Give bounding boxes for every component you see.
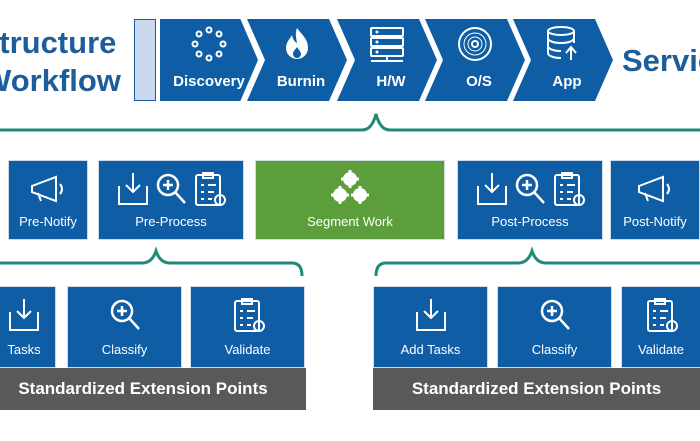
pipeline-step-burnin[interactable]: Burnin	[247, 19, 347, 101]
server-icon	[337, 25, 437, 63]
ext-right-add-tasks[interactable]: Add Tasks	[373, 286, 488, 368]
post-process-box[interactable]: Post-Process	[457, 160, 603, 240]
pipeline-label: Burnin	[276, 73, 326, 90]
download-tray-icon	[477, 173, 507, 205]
magnifier-plus-icon	[515, 173, 545, 204]
services-label: Servic	[622, 43, 700, 78]
pipeline-label: Discovery	[173, 73, 245, 90]
pipeline-step-discovery[interactable]: Discovery	[160, 19, 258, 101]
title-accent-bar	[134, 19, 156, 101]
box-label: Classify	[531, 342, 578, 357]
download-tray-icon	[374, 295, 487, 335]
database-upload-icon	[513, 25, 613, 63]
gears-icon	[256, 169, 444, 209]
checklist-icon	[554, 172, 585, 206]
box-label: Pre-Notify	[19, 214, 77, 229]
ext-right-classify[interactable]: Classify	[497, 286, 612, 368]
disc-icon	[425, 25, 525, 63]
box-label: Segment Work	[307, 214, 393, 229]
ext-left-validate[interactable]: Validate	[190, 286, 305, 368]
download-tray-icon	[0, 295, 55, 335]
pre-process-icons	[99, 169, 243, 209]
magnifier-plus-icon	[68, 295, 181, 335]
pipeline-step-hw[interactable]: H/W	[337, 19, 437, 101]
title-line-1: structure	[0, 25, 117, 60]
checklist-icon	[622, 295, 700, 335]
pipeline-label: App	[552, 73, 582, 90]
magnifier-plus-icon	[498, 295, 611, 335]
ext-left-bar: Standardized Extension Points	[0, 368, 306, 410]
pre-process-box[interactable]: Pre-Process	[98, 160, 244, 240]
magnifier-plus-icon	[156, 173, 186, 204]
box-label: Tasks	[7, 342, 41, 357]
pre-notify-box[interactable]: Pre-Notify	[8, 160, 88, 240]
megaphone-icon	[9, 169, 87, 209]
ext-left-tasks[interactable]: Tasks	[0, 286, 56, 368]
loading-dots-icon	[160, 25, 258, 63]
box-label: Post-Process	[491, 214, 569, 229]
post-process-icons	[458, 169, 602, 209]
pipeline-label: H/W	[376, 73, 406, 90]
box-label: Validate	[637, 342, 684, 357]
post-notify-box[interactable]: Post-Notify	[610, 160, 700, 240]
ext-right-validate[interactable]: Validate	[621, 286, 700, 368]
pipeline-label: O/S	[466, 73, 492, 90]
megaphone-icon	[611, 169, 699, 209]
title-line-2: Workflow	[0, 63, 121, 98]
box-label: Post-Notify	[623, 214, 687, 229]
download-tray-icon	[118, 173, 148, 205]
segment-work-box[interactable]: Segment Work	[255, 160, 445, 240]
ext-right-bar: Standardized Extension Points	[373, 368, 700, 410]
checklist-icon	[195, 172, 226, 206]
box-label: Classify	[101, 342, 148, 357]
box-label: Pre-Process	[135, 214, 207, 229]
flame-icon	[247, 25, 347, 63]
box-label: Validate	[224, 342, 271, 357]
ext-left-classify[interactable]: Classify	[67, 286, 182, 368]
box-label: Add Tasks	[400, 342, 461, 357]
checklist-icon	[191, 295, 304, 335]
